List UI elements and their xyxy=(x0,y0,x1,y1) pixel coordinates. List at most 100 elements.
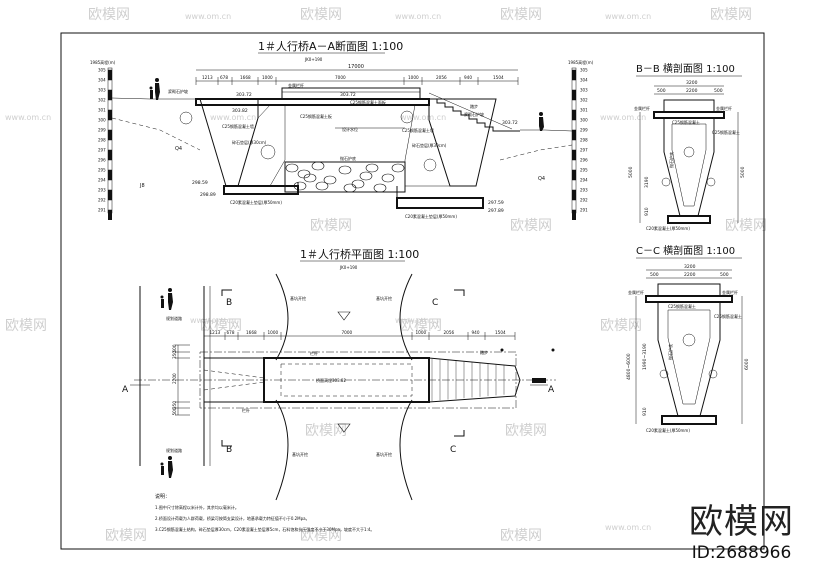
scale-label-right: 1985高程(m) xyxy=(568,59,594,65)
watermark-brand: 欧模网 xyxy=(600,318,642,334)
cc-dim-side-3: 6000 xyxy=(744,358,750,370)
marker-b-top: B xyxy=(226,298,232,308)
watermark-url: www.om.cn xyxy=(600,113,646,122)
section-bb: B－B 横剖面图 1:100 3200 500 2200 500 5000 31… xyxy=(628,62,746,231)
bb-core xyxy=(671,123,707,207)
bb-label-fill: 抛石护底 xyxy=(668,152,674,168)
riprap-stone xyxy=(373,183,387,193)
person-figure-right xyxy=(539,112,544,131)
cc-core xyxy=(667,309,711,405)
watermark-url: www.om.cn xyxy=(400,113,446,122)
scale-tick-label: 296 xyxy=(98,158,106,163)
scale-tick-label: 299 xyxy=(98,128,106,133)
dimension-label: 2056 xyxy=(436,75,447,80)
bb-dim-top-mid: 3200 xyxy=(686,80,698,86)
person-figure-left xyxy=(149,78,160,100)
notes-heading: 说明： xyxy=(155,493,170,500)
watermark-url: www.om.cn xyxy=(210,113,256,122)
scale-tick-label: 291 xyxy=(580,208,588,213)
scale-tick-label: 292 xyxy=(580,198,588,203)
riprap-stone xyxy=(351,179,365,189)
watermark-brand: 欧模网 xyxy=(710,7,752,23)
dimension-label: 1000 xyxy=(262,75,273,80)
riprap-stone xyxy=(381,173,395,183)
scale-tick-label: 294 xyxy=(98,178,106,183)
bedrock-line-right xyxy=(499,144,573,161)
scale-tick-label: 297 xyxy=(580,148,588,153)
pile-mid-right xyxy=(423,158,437,172)
bridge-deck xyxy=(195,98,430,106)
watermark-brand: 欧模网 xyxy=(305,423,347,439)
drawing-frame xyxy=(60,32,765,550)
marker-c-top: C xyxy=(432,298,438,308)
note-item-1: 1.图中尺寸除高程以米计外，其余均以毫米计。 xyxy=(155,504,239,510)
flow-arrows xyxy=(337,311,351,433)
scale-tick-label: 295 xyxy=(580,168,588,173)
label-bed-r: C20素混凝土垫层(厚50mm) xyxy=(405,213,457,219)
label-stair: 踏步 xyxy=(470,103,478,109)
scale-tick-label: 293 xyxy=(98,188,106,193)
plan-dimension-label: 1000 xyxy=(268,330,279,335)
cc-dim-top-mid: 3200 xyxy=(684,264,696,270)
plan-dimension-label: 1668 xyxy=(246,330,257,335)
section-aa-title: 1＃人行桥A－A断面图 1:100 xyxy=(258,39,403,53)
riprap-stone xyxy=(323,175,337,185)
dimension-label: 678 xyxy=(220,75,228,80)
cc-label-rail-l: 金属栏杆 xyxy=(628,289,644,295)
scale-tick-label: 298 xyxy=(580,138,588,143)
bb-dim-side-1: 5000 xyxy=(628,166,634,178)
elev-8: 297.89 xyxy=(488,208,504,214)
watermark-url: www.om.cn xyxy=(605,12,651,21)
plan-width-label: 500 xyxy=(172,344,177,352)
watermark-row-mid: 欧模网 欧模网 欧模网 欧模网 欧模网 欧模网 欧模网 欧模网 欧模网 欧模网 … xyxy=(5,113,767,544)
label-water: 设计水位 xyxy=(342,126,358,132)
watermark-brand: 欧模网 xyxy=(5,318,47,334)
label-gravel-r: 碎石垫层(厚30cm) xyxy=(412,142,447,148)
watermark-brand: 欧模网 xyxy=(300,528,342,544)
cc-deck xyxy=(645,295,733,303)
cc-dim-side-1: 4800~6000 xyxy=(626,353,632,380)
dimension-label: 940 xyxy=(464,75,472,80)
bb-label-core: C25钢筋混凝土 xyxy=(712,129,740,135)
label-slope-protect-r: 浆砌石护坡 xyxy=(464,111,484,117)
dimension-label: 1213 xyxy=(202,75,213,80)
scale-tick-label: 303 xyxy=(98,88,106,93)
watermark-layer: 欧模网 欧模网 欧模网 欧模网 www.om.cn www.om.cn www.… xyxy=(5,7,767,544)
watermark-url: www.om.cn xyxy=(395,12,441,21)
plan-dimension-label: 7000 xyxy=(342,330,353,335)
plan-label-rail-bottom: 栏杆 xyxy=(242,407,250,413)
section-cc: C－C 横剖面图 1:100 3200 500 2200 500 4800~60… xyxy=(626,244,750,433)
dimension-label: 7000 xyxy=(335,75,346,80)
bb-dim-side-3: 910 xyxy=(644,207,650,216)
notes: 说明： 1.图中尺寸除高程以米计外，其余均以毫米计。 2.桥面设计荷载为人群荷载… xyxy=(155,493,374,532)
bb-label-rail-r: 金属栏杆 xyxy=(716,105,732,111)
note-item-3: 3.C25钢筋混凝土结构，碎石垫层厚30cm，C20素混凝土垫层厚5cm，石料饱… xyxy=(155,526,374,532)
plan-dimension-label: 940 xyxy=(472,330,480,335)
plan-label-flow-r: 基坑开挖 xyxy=(376,295,392,301)
base-slab-right xyxy=(396,197,484,209)
cc-label-rail-r: 金属栏杆 xyxy=(722,289,738,295)
watermark-url: www.om.cn xyxy=(5,113,51,122)
watermark-brand: 欧模网 xyxy=(725,218,767,234)
pile-left xyxy=(179,111,193,125)
bb-dim-side-2: 3190 xyxy=(644,176,650,188)
label-wall-l: C25钢筋混凝土墙 xyxy=(222,123,254,129)
brand-block: 欧模网 ID:2688966 xyxy=(689,494,794,563)
pile-mid-right2 xyxy=(400,110,414,124)
person-figure-plan-bottom xyxy=(160,456,173,478)
bedrock-line-left xyxy=(111,117,201,151)
watermark-brand: 欧模网 xyxy=(500,528,542,544)
bb-base xyxy=(667,215,711,224)
bb-dim-inner: 2200 xyxy=(686,88,698,94)
watermark-brand: 欧模网 xyxy=(510,218,552,234)
riprap-stones xyxy=(285,161,405,193)
bb-dim-side-r: 5000 xyxy=(740,166,746,178)
label-rail: 金属栏杆 xyxy=(288,82,304,88)
scale-tick-label: 303 xyxy=(580,88,588,93)
scale-tick-label: 291 xyxy=(98,208,106,213)
riprap-stone xyxy=(311,161,325,171)
cc-label-fill: 抛石护底 xyxy=(667,344,673,360)
